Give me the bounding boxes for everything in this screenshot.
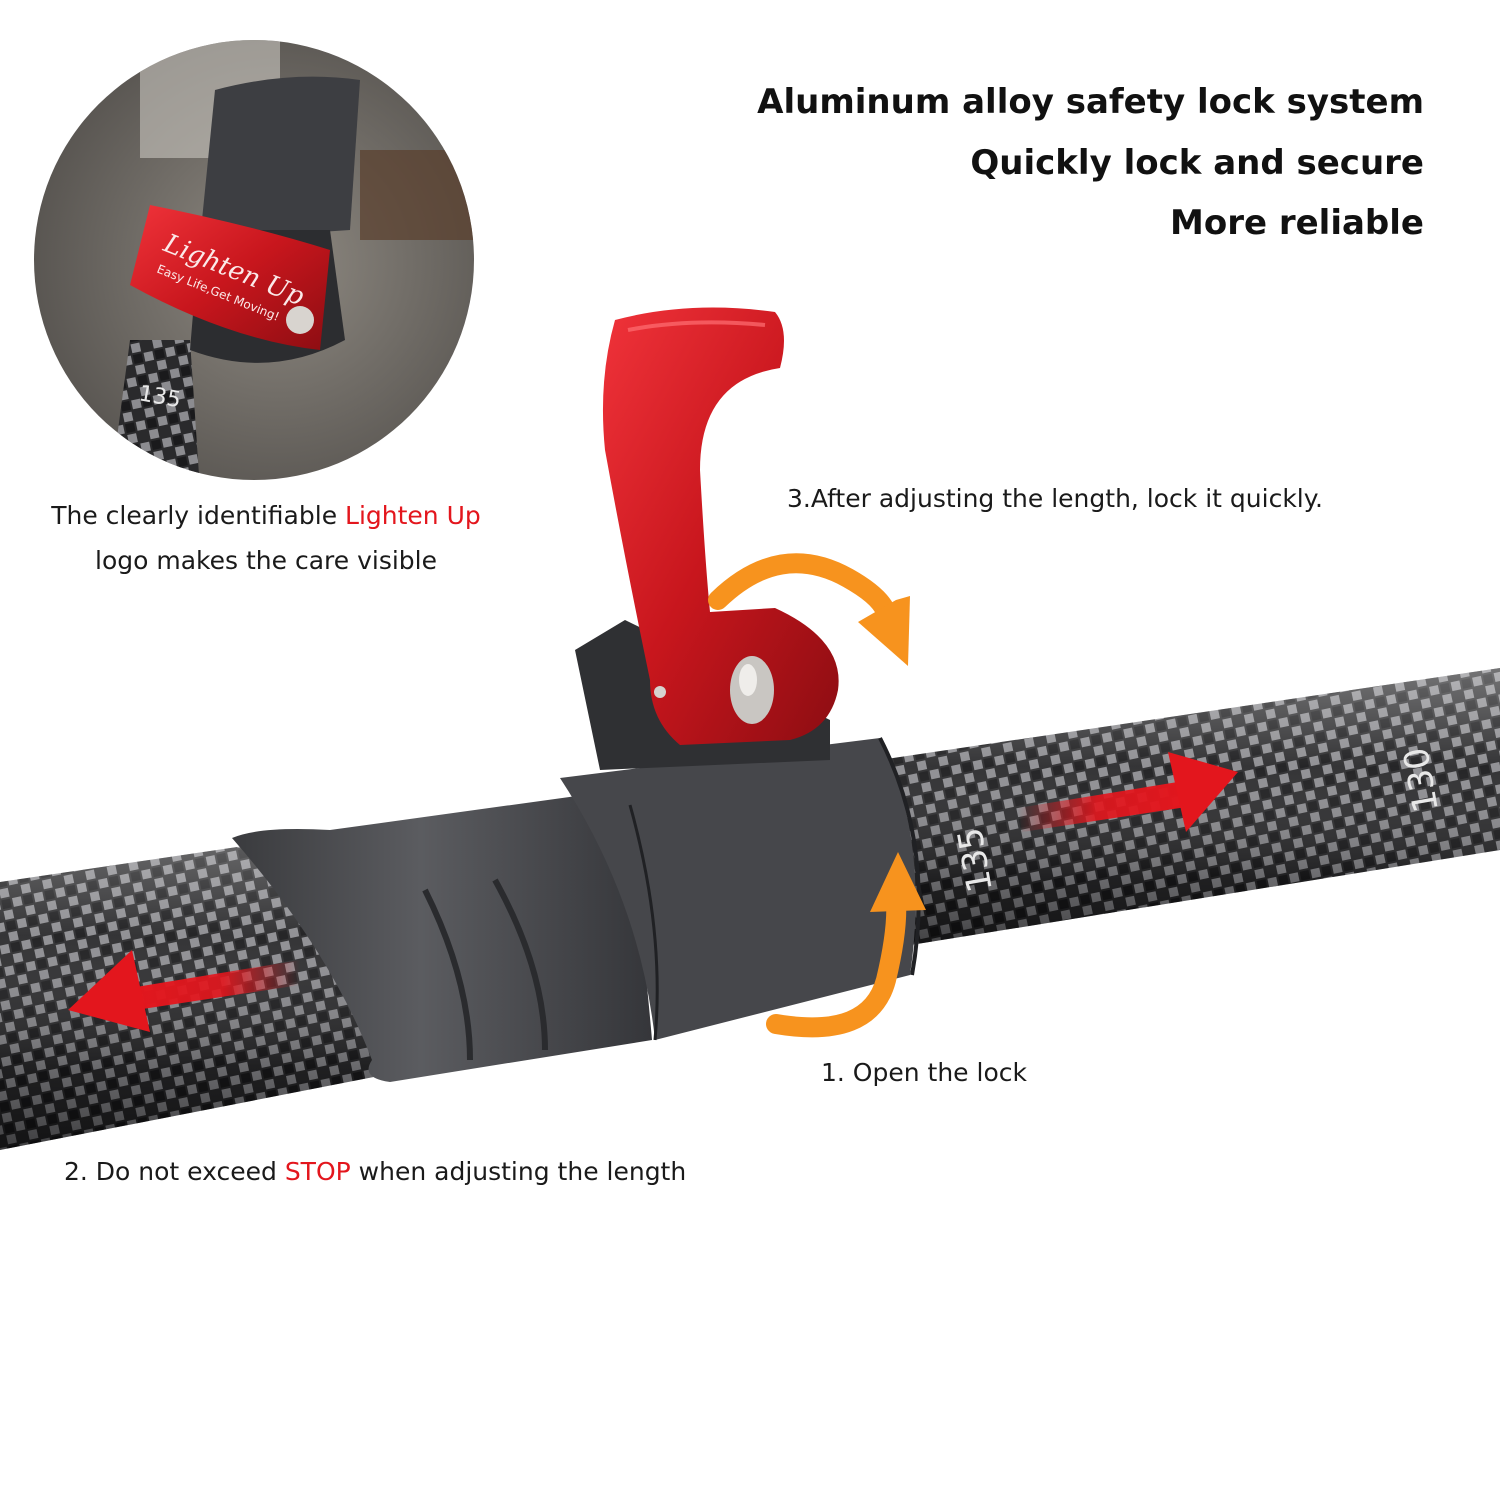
open-lock-arrow <box>766 852 926 1038</box>
headline-secondary: Quickly lock and secure <box>970 143 1424 183</box>
inset-caption-tail: logo makes the care visible <box>95 546 437 575</box>
headline-primary: Aluminum alloy safety lock system <box>757 82 1424 122</box>
step-3-caption: 3.After adjusting the length, lock it qu… <box>787 484 1323 513</box>
right-direction-arrow <box>1018 752 1238 832</box>
step-2-caption: 2. Do not exceed STOP when adjusting the… <box>64 1157 686 1186</box>
inset-caption: The clearly identifiable Lighten Up logo … <box>28 493 504 583</box>
step-2-lead: 2. Do not exceed <box>64 1157 285 1186</box>
inset-caption-lead: The clearly identifiable <box>51 501 346 530</box>
left-direction-arrow <box>68 950 300 1032</box>
step-2-stop-word: STOP <box>284 1157 351 1186</box>
inset-caption-brand: Lighten Up <box>345 501 481 530</box>
logo-inset-photo: Lighten Up Easy Life,Get Moving! 135 <box>34 40 474 480</box>
step-1-caption: 1. Open the lock <box>821 1058 1027 1087</box>
step-2-tail: when adjusting the length <box>350 1157 687 1186</box>
lock-rotate-arrow <box>708 553 910 666</box>
headline-tertiary: More reliable <box>1170 203 1424 243</box>
lock-lever <box>602 307 839 745</box>
inset-clip-band <box>130 205 330 350</box>
